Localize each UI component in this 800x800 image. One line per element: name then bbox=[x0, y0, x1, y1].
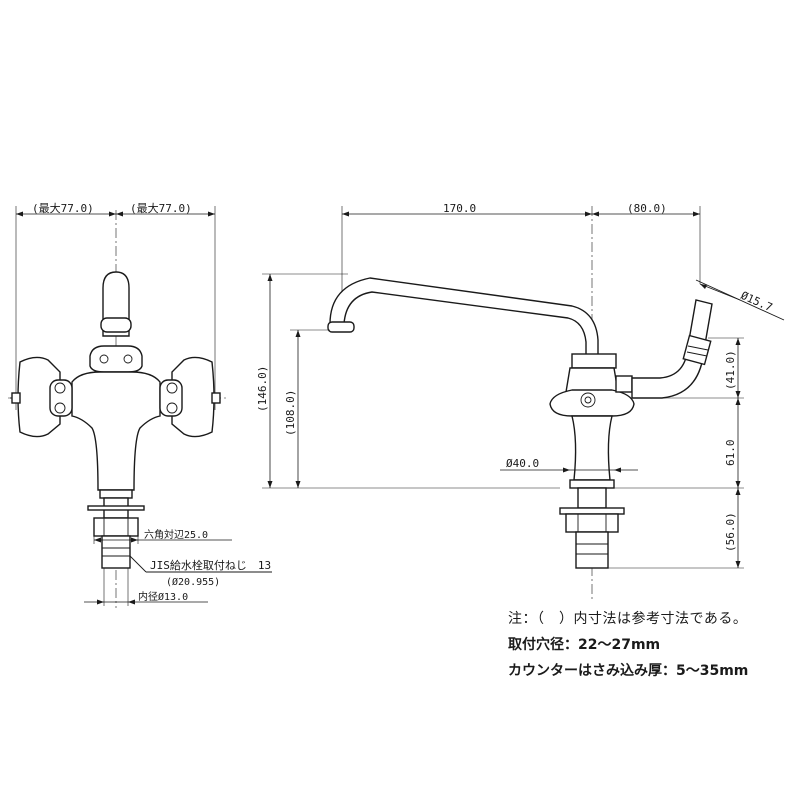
shank-length-label: (56.0) bbox=[724, 512, 737, 552]
spout-reach-label: 170.0 bbox=[443, 202, 476, 215]
inner-diameter-label: 内径Ø13.0 bbox=[138, 590, 188, 603]
counter-thickness-note: カウンターはさみ込み厚：5～35mm bbox=[508, 663, 749, 679]
front-left-width-label: (最大77.0) bbox=[32, 201, 94, 215]
base-diameter-label: Ø40.0 bbox=[506, 457, 539, 470]
total-height-label: (146.0) bbox=[256, 366, 269, 412]
rear-hose-offset-label: (80.0) bbox=[627, 202, 667, 215]
body-height-label: 61.0 bbox=[724, 440, 737, 467]
handle-height-label: (41.0) bbox=[724, 350, 737, 390]
spout-outlet-height-label: (108.0) bbox=[284, 390, 297, 436]
jis-thread-label: JIS給水栓取付ねじ 13 bbox=[150, 558, 271, 572]
front-view: (最大77.0) (最大77.0) bbox=[8, 201, 272, 608]
jis-thread-diameter-label: (Ø20.955) bbox=[166, 576, 220, 588]
hex-across-flats-label: 六角対辺25.0 bbox=[144, 528, 208, 541]
notes-block: 注：（ ）内寸法は参考寸法である。 取付穴径：22～27mm カウンターはさみ込… bbox=[508, 606, 798, 684]
reference-note: 注：（ ）内寸法は参考寸法である。 bbox=[508, 611, 748, 627]
mounting-hole-note: 取付穴径：22～27mm bbox=[508, 637, 661, 653]
hose-diameter-label: Ø15.7 bbox=[739, 289, 775, 314]
front-right-width-label: (最大77.0) bbox=[130, 201, 192, 215]
side-view: 170.0 (80.0) Ø15.7 bbox=[256, 202, 785, 600]
